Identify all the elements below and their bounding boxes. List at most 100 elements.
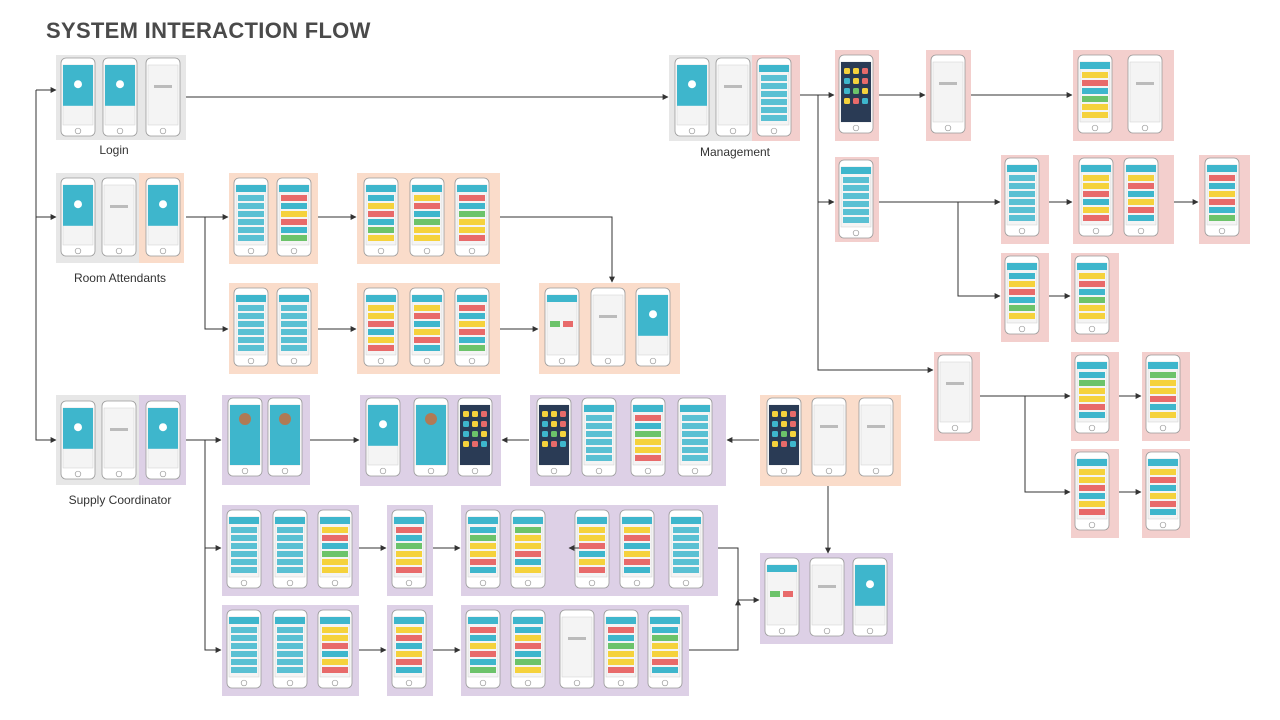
screen-row: [682, 455, 708, 461]
screen-row: [231, 535, 257, 541]
screen-header: [412, 295, 442, 302]
screen-app-icon: [463, 441, 469, 447]
screen-row: [277, 527, 303, 533]
phone-display: [561, 616, 593, 678]
screen-row: [843, 185, 869, 191]
screen-header: [1077, 459, 1107, 466]
flow-arrow: [186, 439, 222, 653]
screen-row: [624, 527, 650, 533]
home-button-icon: [688, 127, 696, 135]
screen-row: [1082, 112, 1108, 118]
screen-row: [470, 559, 496, 565]
screen-app-icon: [472, 441, 478, 447]
screen-row: [1079, 485, 1105, 491]
screen-row: [231, 659, 257, 665]
screen-app-icon: [844, 68, 850, 74]
screen-text: [939, 82, 957, 85]
screen-app-icon: [560, 421, 566, 427]
screen-header: [650, 617, 680, 624]
screen-row: [1209, 175, 1235, 181]
home-button-icon: [1018, 227, 1026, 235]
screen-row: [1079, 412, 1105, 418]
phone-screen: [766, 397, 802, 477]
screen-row: [579, 559, 605, 565]
avatar: [239, 413, 251, 425]
screen-row: [231, 543, 257, 549]
phone-display: [813, 404, 845, 466]
screen-row: [652, 659, 678, 665]
home-button-icon: [1159, 424, 1167, 432]
screen-row: [396, 643, 422, 649]
screen-row: [368, 329, 394, 335]
screen-row: [396, 527, 422, 533]
screen-row: [1079, 469, 1105, 475]
screen-row: [368, 321, 394, 327]
screen-row: [1150, 485, 1176, 491]
screen-text: [946, 382, 964, 385]
screen-row: [515, 667, 541, 673]
phone-screen: [145, 177, 181, 257]
screen-app-icon: [772, 441, 778, 447]
screen-row: [396, 635, 422, 641]
screen-row: [1150, 477, 1176, 483]
screen-header: [1126, 165, 1156, 172]
screen-row: [281, 305, 307, 311]
screen-row: [238, 313, 264, 319]
screen-header: [547, 295, 577, 302]
home-button-icon: [159, 470, 167, 478]
flow-arrow: [718, 547, 760, 603]
screen-row: [470, 551, 496, 557]
screen-row: [414, 345, 440, 351]
screen-app-icon: [790, 441, 796, 447]
screen-row: [322, 527, 348, 533]
phone-screen: [465, 609, 501, 689]
screen-row: [231, 567, 257, 573]
screen-row: [231, 643, 257, 649]
screen-row: [281, 219, 307, 225]
phone-screen: [559, 609, 595, 689]
screen-row: [322, 635, 348, 641]
home-button-icon: [649, 357, 657, 365]
screen-row: [231, 551, 257, 557]
home-button-icon: [872, 467, 880, 475]
screen-row: [635, 423, 661, 429]
screen-row: [396, 567, 422, 573]
screen-app-icon: [481, 421, 487, 427]
screen-header: [236, 295, 266, 302]
phone-screen: [226, 609, 262, 689]
screen-row: [1128, 183, 1154, 189]
screen-row: [1009, 175, 1035, 181]
screen-row: [761, 107, 787, 113]
screen-row: [396, 667, 422, 673]
home-button-icon: [331, 579, 339, 587]
screen-row: [1079, 273, 1105, 279]
screen-row: [673, 551, 699, 557]
phone-screen: [603, 609, 639, 689]
home-button-icon: [951, 424, 959, 432]
home-button-icon: [479, 579, 487, 587]
screen-row: [652, 627, 678, 633]
phone-screen: [272, 609, 308, 689]
screen-row: [470, 567, 496, 573]
screen-row: [1083, 183, 1109, 189]
screen-row: [1209, 199, 1235, 205]
screen-row: [673, 527, 699, 533]
screen-app-icon: [560, 431, 566, 437]
home-button-icon: [331, 679, 339, 687]
screen-logo-icon: [159, 423, 167, 432]
home-button-icon: [377, 247, 385, 255]
screen-text: [1136, 82, 1154, 85]
screen-header: [1080, 62, 1110, 69]
screen-row: [414, 313, 440, 319]
screen-row: [843, 193, 869, 199]
screen-row: [586, 455, 612, 461]
screen-row: [281, 195, 307, 201]
home-button-icon: [159, 247, 167, 255]
screen-row: [322, 627, 348, 633]
home-button-icon: [661, 679, 669, 687]
screen-row: [586, 447, 612, 453]
screen-row: [238, 305, 264, 311]
phone-screen: [838, 54, 874, 134]
screen-row: [459, 313, 485, 319]
screen-text: [599, 315, 617, 318]
